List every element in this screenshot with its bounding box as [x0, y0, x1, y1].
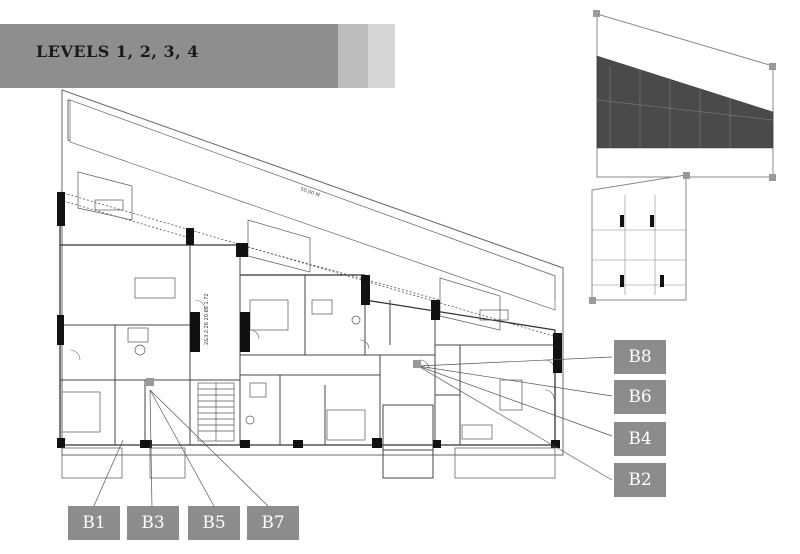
header-band-light: [368, 24, 395, 88]
lift-core: [382, 404, 434, 479]
unit-leader-lines: [92, 356, 613, 509]
header-band-dark: [0, 24, 338, 88]
left-leader-anchor: [146, 378, 154, 386]
unit-label-b3: B3: [127, 506, 179, 540]
door-swings: [69, 299, 555, 400]
unit-label-b5: B5: [188, 506, 240, 540]
unit-label-b1: B1: [68, 506, 120, 540]
unit-label-b6: B6: [614, 380, 666, 414]
unit-label-b7: B7: [247, 506, 299, 540]
lower-balconies: [61, 447, 556, 479]
right-leader-anchor: [413, 360, 421, 368]
street-strip: 50.00 M: [69, 99, 556, 311]
stair: [197, 382, 235, 442]
unit-label-b4: B4: [614, 422, 666, 456]
header-band-mid: [338, 24, 368, 88]
key-plan: [589, 10, 776, 304]
structural-columns: [57, 192, 562, 448]
page-title: LEVELS 1, 2, 3, 4: [36, 42, 199, 61]
furniture: [61, 199, 523, 441]
unit-label-b2: B2: [614, 463, 666, 497]
stair-block-text: 2&3 2.26 20.66 1.72: [204, 293, 210, 345]
header-band: [0, 24, 395, 88]
building-outline: [59, 192, 556, 446]
unit-label-b8: B8: [614, 340, 666, 374]
